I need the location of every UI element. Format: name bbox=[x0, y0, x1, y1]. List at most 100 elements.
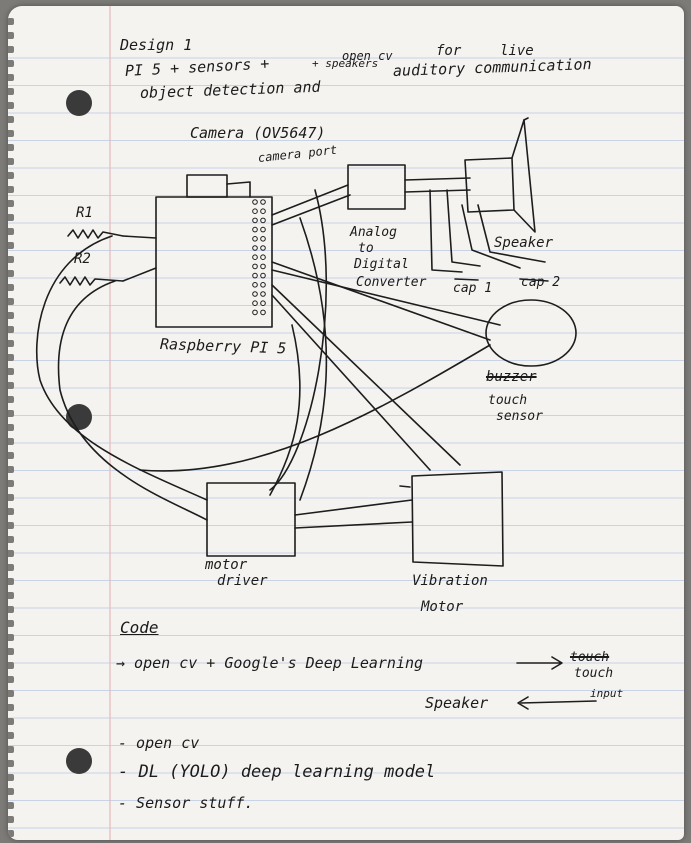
perforation bbox=[8, 438, 14, 445]
speaker-cone bbox=[511, 119, 536, 233]
gpio-pin bbox=[252, 236, 258, 242]
gpio-pin-header bbox=[252, 199, 266, 316]
r2-label: R2 bbox=[74, 251, 91, 267]
notebook-paper bbox=[8, 6, 684, 840]
vibration-motor-box bbox=[411, 471, 504, 567]
gpio-pin bbox=[260, 217, 266, 224]
perforation bbox=[8, 648, 14, 655]
adc-label-3: Digital bbox=[354, 257, 409, 272]
perforation bbox=[8, 214, 14, 221]
perforation bbox=[8, 522, 14, 529]
vibration-label-1: Vibration bbox=[412, 573, 488, 589]
perforation bbox=[8, 788, 14, 795]
perforation bbox=[8, 340, 14, 347]
perforation bbox=[8, 774, 14, 781]
gpio-pin bbox=[252, 272, 258, 279]
perforation bbox=[8, 32, 14, 39]
perforation bbox=[8, 270, 14, 277]
gpio-pin bbox=[260, 300, 266, 307]
speaker-label: Speaker bbox=[494, 235, 554, 251]
perforation bbox=[8, 424, 14, 431]
perforation bbox=[8, 452, 14, 459]
cap2-label: cap 2 bbox=[521, 275, 561, 290]
motor-driver-label-1: motor bbox=[205, 557, 248, 573]
perforation bbox=[8, 802, 14, 809]
gpio-pin bbox=[260, 254, 266, 261]
adc-label-4: Converter bbox=[356, 275, 427, 290]
resistor-r1 bbox=[67, 229, 124, 239]
perforation bbox=[8, 18, 14, 25]
perforation bbox=[8, 284, 14, 291]
perforation bbox=[8, 550, 14, 557]
perforation bbox=[8, 74, 14, 81]
camera-label: Camera (OV5647) bbox=[190, 124, 326, 142]
raspberry-pi-label: Raspberry PI 5 bbox=[159, 335, 287, 358]
perforation bbox=[8, 130, 14, 137]
list-item-1: - open cv bbox=[118, 734, 200, 752]
perforation bbox=[8, 326, 14, 333]
perforation bbox=[8, 172, 14, 179]
touch-label: touch bbox=[488, 393, 528, 408]
perforation bbox=[8, 508, 14, 515]
wire bbox=[35, 235, 208, 501]
paper-ruling bbox=[8, 6, 684, 840]
gpio-pin bbox=[252, 309, 258, 316]
gpio-pin bbox=[260, 236, 266, 242]
perforation bbox=[8, 298, 14, 305]
speaker-box bbox=[464, 157, 515, 213]
perforation bbox=[8, 158, 14, 165]
gpio-pin bbox=[260, 291, 266, 297]
gpio-pin bbox=[252, 208, 258, 214]
perforation bbox=[8, 186, 14, 193]
gpio-pin bbox=[260, 245, 266, 251]
r1-label: R1 bbox=[76, 205, 93, 221]
binder-hole bbox=[66, 748, 92, 774]
list-item-2: - DL (YOLO) deep learning model bbox=[118, 762, 436, 782]
gpio-pin bbox=[252, 245, 258, 251]
perforation bbox=[8, 354, 14, 361]
code-heading: Code bbox=[120, 618, 159, 637]
adc-box bbox=[347, 164, 406, 210]
perforation bbox=[8, 676, 14, 683]
perforation bbox=[8, 102, 14, 109]
perforation bbox=[8, 606, 14, 613]
live-note: live bbox=[500, 43, 534, 59]
perforation bbox=[8, 662, 14, 669]
perforation bbox=[8, 256, 14, 263]
touch-sensor-pad bbox=[485, 299, 577, 367]
gpio-pin bbox=[252, 300, 258, 307]
camera-port bbox=[226, 181, 251, 198]
adc-label-2: to bbox=[358, 241, 374, 256]
gpio-pin bbox=[252, 199, 258, 205]
perforation bbox=[8, 368, 14, 375]
perforation bbox=[8, 494, 14, 501]
for-note: for bbox=[436, 43, 462, 59]
adc-label-1: Analog bbox=[350, 225, 397, 240]
openc-v-note: open cv bbox=[342, 49, 393, 63]
perforation bbox=[8, 732, 14, 739]
perforation bbox=[8, 60, 14, 67]
perforation bbox=[8, 466, 14, 473]
list-item-3: - Sensor stuff. bbox=[118, 794, 254, 812]
gpio-pin bbox=[260, 199, 266, 205]
perforation bbox=[8, 116, 14, 123]
perforation bbox=[8, 382, 14, 389]
gpio-pin bbox=[252, 226, 258, 233]
code-line-1: → open cv + Google's Deep Learning bbox=[116, 654, 424, 672]
perforation bbox=[8, 746, 14, 753]
gpio-pin bbox=[260, 272, 266, 279]
struck-word: touch bbox=[570, 650, 610, 665]
speaker-note: Speaker bbox=[425, 694, 489, 712]
buzzer-label-struck: buzzer bbox=[486, 369, 537, 385]
perforation bbox=[8, 620, 14, 627]
gpio-pin bbox=[260, 263, 266, 270]
speakers-note: + speakers bbox=[312, 57, 379, 70]
perforation bbox=[8, 564, 14, 571]
gpio-pin bbox=[252, 282, 258, 288]
perforation bbox=[8, 760, 14, 767]
gpio-pin bbox=[260, 309, 266, 316]
touch-note: touch bbox=[574, 666, 614, 681]
perforation bbox=[8, 690, 14, 697]
